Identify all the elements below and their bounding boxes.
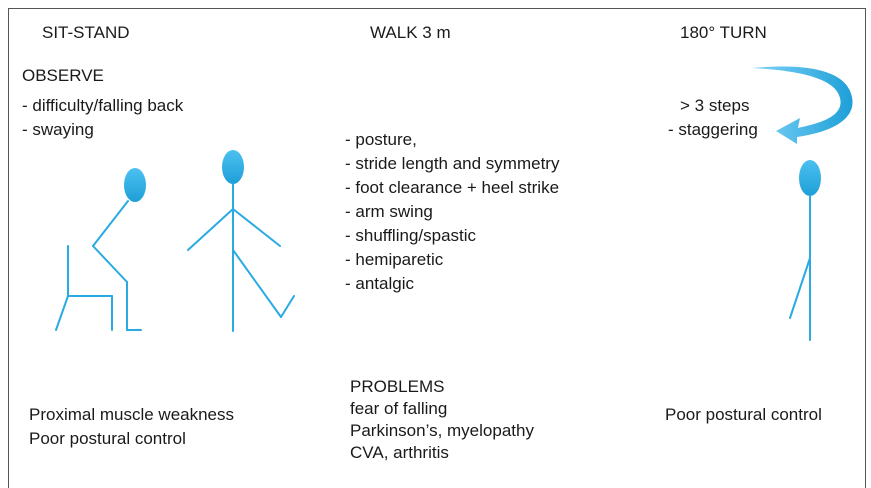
standing-stick-figure-icon xyxy=(790,160,821,340)
walking-stick-figure-icon xyxy=(188,150,294,331)
curved-turn-arrow-icon xyxy=(752,66,853,144)
seated-stick-figure-icon xyxy=(56,168,146,330)
